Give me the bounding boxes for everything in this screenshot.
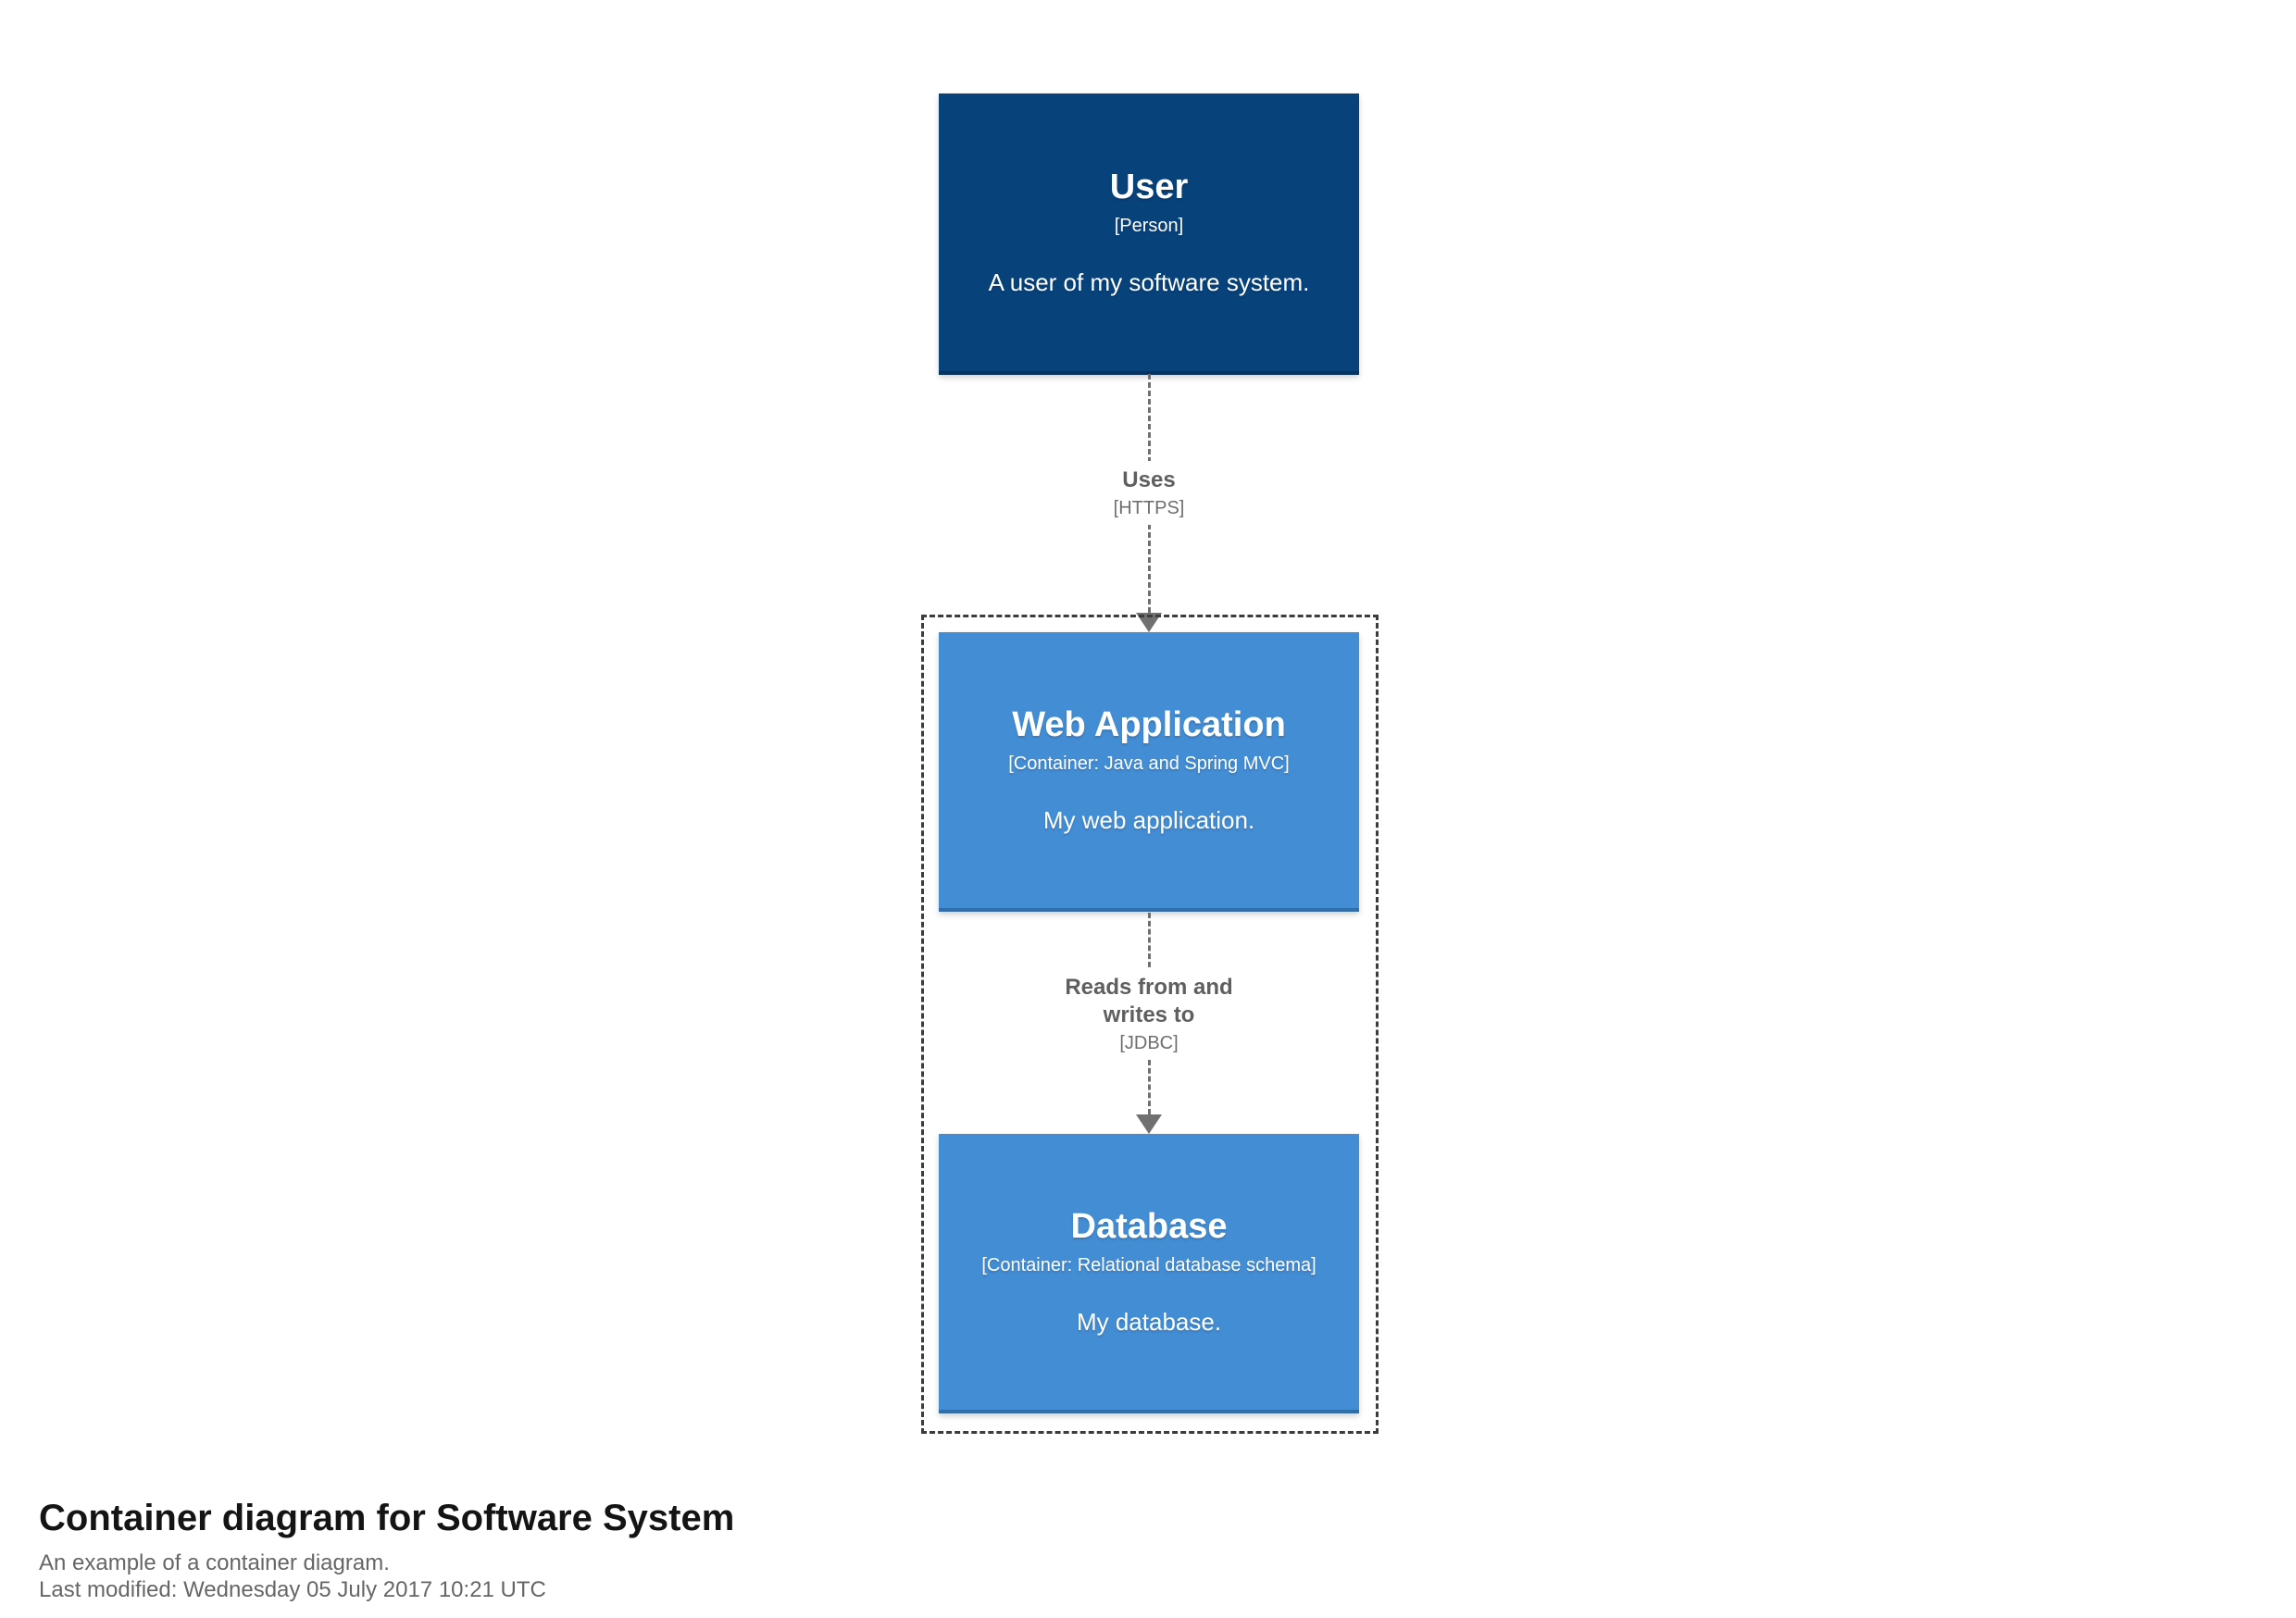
arrow-down-icon [1136,1114,1162,1134]
node-web-application[interactable]: Web Application [Container: Java and Spr… [939,632,1359,912]
diagram-last-modified: Last modified: Wednesday 05 July 2017 10… [39,1577,546,1602]
diagram-footer: Container diagram for Software System An… [39,1498,734,1603]
relationship-name: Reads from and writes to [1065,975,1233,1027]
diagram-subtitle: An example of a container diagram. [39,1550,390,1575]
node-web-application-description: My web application. [1042,805,1255,834]
relationship-technology: [HTTPS] [1113,498,1185,518]
node-web-application-meta: [Container: Java and Spring MVC] [1008,753,1290,774]
node-database[interactable]: Database [Container: Relational database… [939,1134,1359,1413]
node-database-description: My database. [1076,1307,1222,1336]
node-user-meta: [Person] [1114,215,1184,236]
relationship-technology: [JDBC] [1119,1033,1179,1053]
node-database-meta: [Container: Relational database schema] [981,1254,1316,1276]
software-system-boundary [921,615,1379,1434]
node-web-application-name: Web Application [1012,705,1286,745]
relationship-label-webapp-database: Reads from and writes to [JDBC] [1029,968,1269,1060]
node-user-name: User [1109,168,1189,207]
node-database-name: Database [1070,1207,1228,1247]
arrow-down-icon [1136,613,1162,632]
relationship-name: Uses [1122,467,1176,492]
node-user[interactable]: User [Person] A user of my software syst… [939,93,1359,375]
diagram-title: Container diagram for Software System [39,1498,735,1538]
node-user-description: A user of my software system. [988,268,1310,296]
relationship-label-user-webapp: Uses [HTTPS] [1104,461,1194,525]
